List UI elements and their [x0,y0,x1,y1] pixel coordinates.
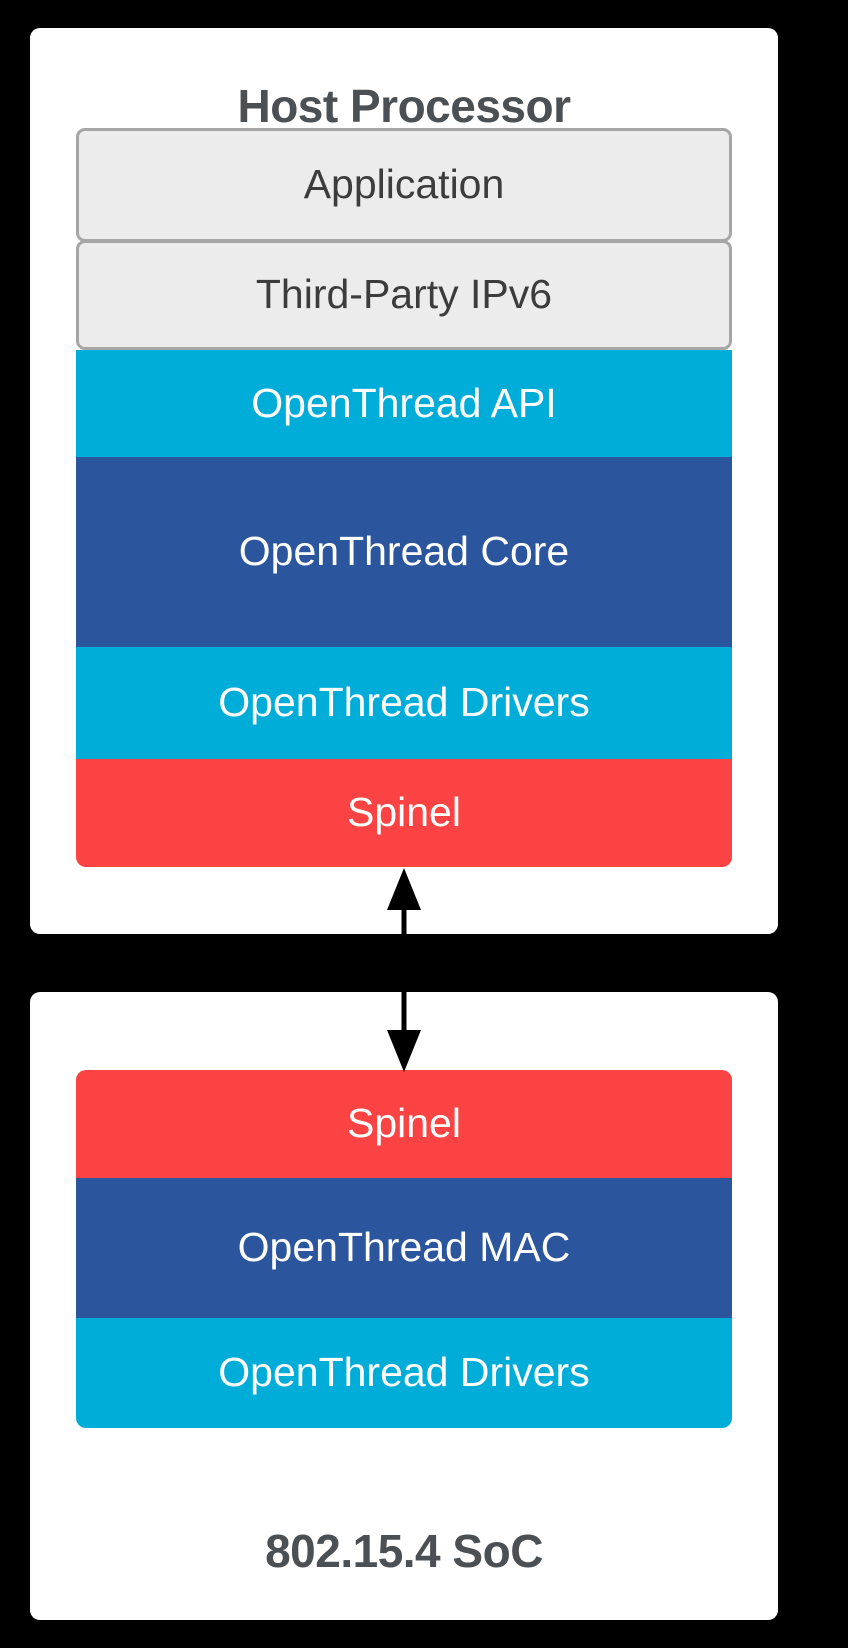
layer-label-openthread-drivers-host: OpenThread Drivers [218,679,590,726]
layer-block-openthread-drivers-host: OpenThread Drivers [76,647,732,759]
layer-label-spinel-host: Spinel [347,789,461,836]
layer-block-openthread-drivers-soc: OpenThread Drivers [76,1318,732,1428]
soc-panel: Spinel OpenThread MAC OpenThread Drivers… [30,992,778,1620]
layer-label-spinel-soc: Spinel [347,1100,461,1147]
layer-label-openthread-drivers-soc: OpenThread Drivers [218,1349,590,1396]
soc-title: 802.15.4 SoC [265,1525,543,1577]
layer-block-application: Application [76,128,732,242]
layer-block-spinel-host: Spinel [76,759,732,867]
layer-label-openthread-mac: OpenThread MAC [237,1224,571,1271]
layer-block-third-party-ipv6: Third-Party IPv6 [76,240,732,350]
layer-block-openthread-core: OpenThread Core [76,457,732,647]
layer-label-openthread-api: OpenThread API [251,379,557,426]
host-processor-panel: Host Processor Application Third-Party I… [30,28,778,934]
layer-block-openthread-api: OpenThread API [76,350,732,457]
layer-label-openthread-core: OpenThread Core [238,528,570,575]
soc-layer-stack: Spinel OpenThread MAC OpenThread Drivers [76,1070,732,1428]
layer-label-application: Application [303,161,505,208]
layer-block-openthread-mac: OpenThread MAC [76,1178,732,1318]
layer-label-third-party-ipv6: Third-Party IPv6 [255,271,553,318]
layer-block-spinel-soc: Spinel [76,1070,732,1178]
host-processor-layer-stack: Application Third-Party IPv6 OpenThread … [76,128,732,867]
host-processor-title: Host Processor [237,80,571,132]
